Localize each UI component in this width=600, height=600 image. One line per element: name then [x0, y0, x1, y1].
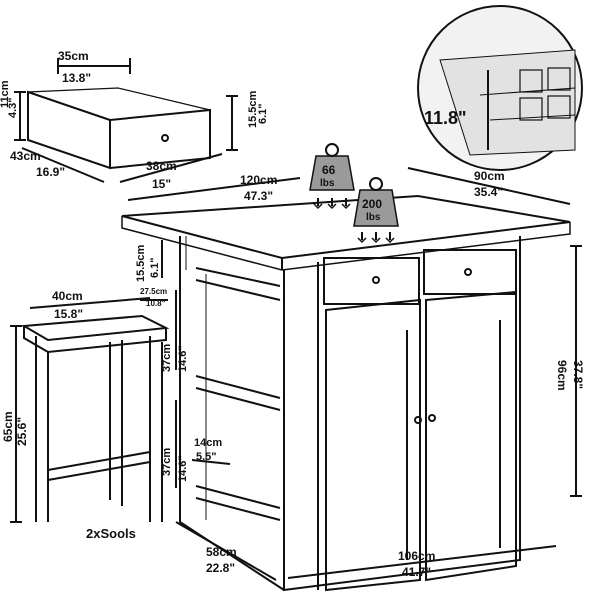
shelf-top-cm: 15.5cm	[135, 244, 147, 282]
weight-large-value: 200	[362, 197, 382, 211]
drawer-illustration	[27, 87, 211, 170]
drawer-side-in: 6.1"	[257, 103, 269, 124]
drawer-side-cm: 15.5cm	[247, 90, 259, 128]
base-depth-cm: 58cm	[206, 545, 237, 559]
weight-small-value: 66	[322, 163, 336, 177]
shelf-low-cm: 37cm	[161, 448, 173, 476]
table-height-cm: 96cm	[555, 360, 569, 391]
drawer-width-cm: 35cm	[58, 49, 89, 63]
table-length-cm: 120cm	[240, 173, 277, 187]
inset-height-label: 11.8"	[424, 108, 467, 128]
base-width-in: 41.7"	[402, 565, 431, 579]
drawer-height-cm: 11cm	[0, 80, 11, 108]
stool-width-in: 15.8"	[54, 307, 83, 321]
shelf-rack-cm: 27.5cm	[140, 287, 167, 296]
table-height-in: 37.8"	[571, 360, 585, 389]
stool-height-in: 25.6"	[15, 417, 29, 446]
drawer-depth-in: 16.9"	[36, 165, 65, 179]
base-width-cm: 106cm	[398, 549, 435, 563]
stool-caption: 2xSools	[86, 526, 136, 541]
bar-stool-illustration	[20, 314, 170, 522]
weight-large-unit: lbs	[366, 212, 381, 223]
table-length-in: 47.3"	[244, 189, 273, 203]
drawer-length-cm: 38cm	[146, 159, 177, 173]
kitchen-island-illustration	[121, 194, 571, 592]
shelf-mid-in: 14.6"	[177, 345, 189, 372]
shelf-top-in: 6.1"	[149, 257, 161, 278]
shelf-low-in: 14.6"	[177, 455, 189, 482]
weight-badge-200	[353, 177, 399, 244]
drawer-length-in: 15"	[152, 177, 171, 191]
stool-height-cm: 65cm	[1, 411, 15, 442]
drawer-depth-cm: 43cm	[10, 149, 41, 163]
stool-width-cm: 40cm	[52, 289, 83, 303]
table-depth-cm: 90cm	[474, 169, 505, 183]
shelf-rack-in: 10.8"	[146, 299, 166, 308]
shelf-mid-cm: 37cm	[161, 344, 173, 372]
drawer-height-in: 4.3"	[7, 97, 19, 118]
weight-small-unit: lbs	[320, 178, 335, 189]
weight-badge-66	[309, 143, 355, 210]
base-depth-in: 22.8"	[206, 561, 235, 575]
shelf-gap-cm: 14cm	[194, 437, 222, 449]
drawer-width-in: 13.8"	[62, 71, 91, 85]
shelf-detail-inset	[417, 5, 583, 171]
table-depth-in: 35.4"	[474, 185, 503, 199]
shelf-gap-in: 5.5"	[196, 451, 217, 463]
